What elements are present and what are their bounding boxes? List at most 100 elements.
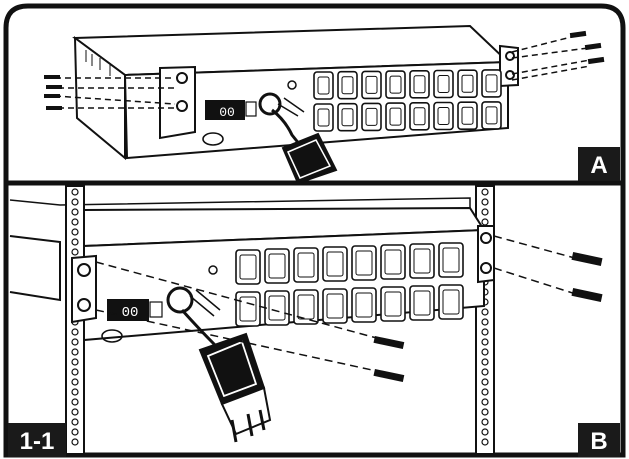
outlet-icon [385,70,406,99]
rail-hole [481,378,489,386]
power-plug [281,132,338,185]
outlet-icon [293,247,319,283]
rail-hole [481,208,489,216]
panel-a [44,24,605,185]
outlet-socket [413,75,426,94]
outlet-icon [322,246,348,282]
power-cord [180,308,217,347]
outlet-socket [365,75,378,94]
screw-icons [373,251,603,383]
rail-hole [71,208,79,216]
rail-hole [71,188,79,196]
rail-hole [481,368,489,376]
outlet-icon [438,242,464,278]
outlet-socket [317,108,330,127]
outlet-socket [268,295,286,321]
svg-text:1-1: 1-1 [20,428,55,455]
outlet-socket [461,106,474,125]
rail-hole [71,348,79,356]
outlet-socket [239,296,257,322]
display-readout-a: 00 [219,105,235,120]
outlet-icon [235,249,261,285]
digital-display [107,299,149,321]
outlet-socket [437,107,450,125]
outlet-socket [442,289,460,315]
panel-a-frame [3,3,626,186]
outlet-icon [409,102,430,131]
rail-hole [71,328,79,336]
rail-hole [71,438,79,446]
outlet-icon [433,101,454,131]
power-inlet [166,286,194,314]
power-cord [271,108,302,146]
outlet-socket [268,253,286,279]
outlet-socket [355,292,373,318]
rack-ear-left [71,254,97,324]
screws-right [511,35,591,81]
outlet-icon [293,289,319,325]
panel-a-tag: A [578,147,620,181]
outlet-icon [457,101,478,130]
panel-b [9,185,603,455]
rail-hole [481,198,489,206]
outlet-socket [326,293,344,319]
outlet-grid [235,242,464,327]
outlet-socket [461,74,474,93]
rail-hole [71,368,79,376]
outlet-socket [341,76,354,95]
rail-hole [481,408,489,416]
outlet-socket [413,248,431,274]
rail-hole [71,218,79,226]
outlet-icon [351,287,377,323]
rail-hole [481,318,489,326]
rail-hole [71,338,79,346]
rail-hole [71,228,79,236]
outlet-icon [409,70,430,99]
side-vents [85,50,111,76]
outlet-icon [380,244,406,280]
outlet-icon [361,70,382,100]
rail-hole [71,428,79,436]
outlet-socket [326,251,344,277]
outlet-icon [337,102,358,132]
panel-b-frame [3,180,626,458]
outlet-icon [235,291,261,327]
outlet-socket [341,108,354,127]
brand-logo [202,132,224,146]
rail-hole [481,398,489,406]
screws-left [54,77,176,109]
outlet-socket [317,76,330,95]
outlet-socket [297,252,315,278]
outlet-socket [389,75,402,94]
rail-hole [481,388,489,396]
rail-hole [71,418,79,426]
figure-label-tag: 1-1 [8,423,66,457]
rail-hole [481,428,489,436]
outlet-icon [433,69,454,99]
outlet-icon [380,286,406,322]
outlet-socket [384,249,402,275]
outlet-icon [438,284,464,320]
outlet-icon [351,245,377,281]
outlet-icon [337,70,358,100]
outlet-socket [437,75,450,93]
outlet-icon [264,248,290,284]
digital-display [205,100,245,120]
rail-hole [71,358,79,366]
rail-hole [481,188,489,196]
outlet-grid [313,69,502,132]
rail-hole [481,438,489,446]
rail-hole [481,328,489,336]
svg-text:B: B [590,428,607,455]
outlet-socket [365,107,378,126]
rail-hole [71,408,79,416]
outlet-icon [409,243,435,279]
rail-hole [71,198,79,206]
power-inlet [258,92,282,116]
outlet-socket [442,247,460,273]
outlet-socket [389,107,402,126]
outlet-icon [481,101,502,130]
outlet-socket [485,74,498,93]
power-plug [198,332,272,443]
